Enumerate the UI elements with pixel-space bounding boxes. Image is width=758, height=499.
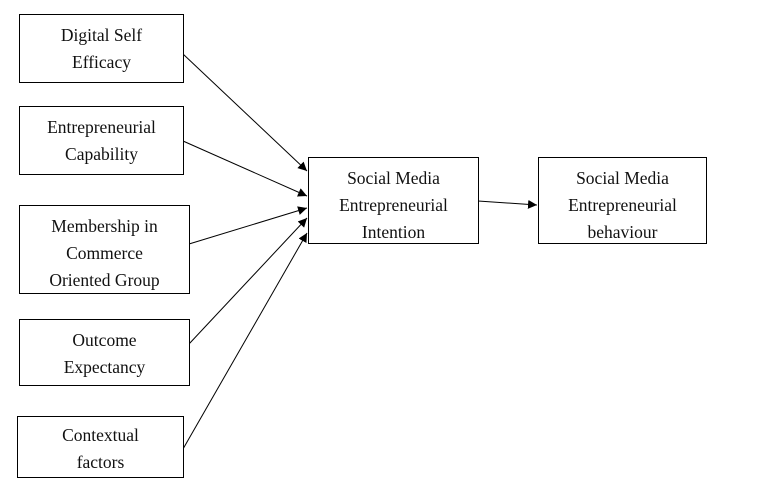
node-label-line: Outcome [72, 330, 137, 350]
edge-membership-to-intention [188, 206, 308, 245]
node-label-line: Intention [361, 222, 426, 242]
edge-digital-self-efficacy-to-intention [182, 53, 308, 172]
edge-intention-to-behaviour [477, 199, 538, 209]
node-label-line: Efficacy [72, 52, 131, 72]
node-label-line: Social Media [576, 168, 669, 188]
node-label-line: Membership in [51, 216, 158, 236]
node-label-line: Capability [65, 144, 138, 164]
node-label-line: behaviour [587, 222, 658, 242]
node-label-line: Expectancy [63, 357, 146, 377]
edge-entrepreneurial-capability-to-intention [182, 140, 308, 197]
node-sm-entrepreneurial-behaviour: Social Media Entrepreneurial behaviour [538, 157, 707, 244]
node-label-line: Oriented Group [49, 270, 160, 290]
node-label-line: Commerce [66, 243, 143, 263]
node-label-line: Entrepreneurial [568, 195, 677, 215]
node-label-line: Contextual [62, 425, 139, 445]
node-outcome-expectancy: Outcome Expectancy [19, 319, 190, 386]
node-label-line: Social Media [347, 168, 440, 188]
node-sm-entrepreneurial-intention: Social Media Entrepreneurial Intention [308, 157, 479, 244]
node-entrepreneurial-capability: Entrepreneurial Capability [19, 106, 184, 175]
edge-contextual-factors-to-intention [182, 232, 308, 450]
node-label-line: Entrepreneurial [47, 117, 156, 137]
node-membership-commerce-group: Membership in Commerce Oriented Group [19, 205, 190, 294]
edge-outcome-expectancy-to-intention [188, 217, 308, 345]
node-label-line: Entrepreneurial [339, 195, 448, 215]
node-digital-self-efficacy: Digital Self Efficacy [19, 14, 184, 83]
node-label-line: factors [76, 452, 125, 472]
node-label-line: Digital Self [60, 25, 143, 45]
node-contextual-factors: Contextual factors [17, 416, 184, 478]
